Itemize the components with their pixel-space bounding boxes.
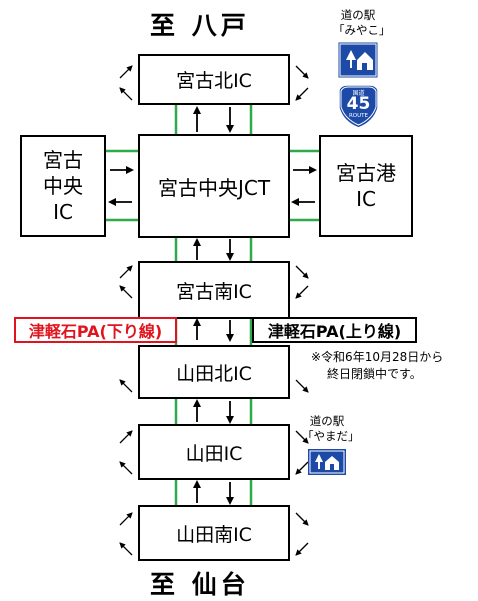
road-station-miyako-icon	[337, 41, 379, 79]
ic-box-yamada: 山田IC	[138, 424, 290, 480]
road-station-yamada-icon	[308, 449, 346, 475]
route-shield-label-bottom: ROUTE	[348, 113, 368, 119]
ic-label-yamada: 山田IC	[185, 442, 243, 465]
ramp-arrows-miyako-kita	[119, 65, 309, 101]
route-45-shield-icon	[338, 84, 379, 129]
road-station-yamada-label: 道の駅 「やまだ」	[302, 414, 360, 443]
ic-box-miyako-kita: 宮古北IC	[138, 54, 290, 105]
ic-label-miyako-ko-line2: IC	[356, 187, 376, 211]
ic-box-yamada-kita: 山田北IC	[138, 345, 290, 399]
connector-jct-miyakoko	[290, 149, 320, 222]
ic-label-miyako-chuo-line2: 中央	[43, 174, 83, 198]
ramp-arrows-yamada	[119, 430, 309, 475]
closure-note: ※令和6年10月28日から 終日閉鎖中です。	[311, 349, 443, 383]
ic-box-miyako-ko: 宮古港 IC	[319, 135, 413, 237]
ic-label-miyako-minami: 宮古南IC	[176, 280, 252, 303]
ic-label-miyako-ko-line1: 宮古港	[336, 161, 396, 185]
route-shield-label-top: 国道	[352, 90, 365, 97]
closure-note-line1: ※令和6年10月28日から	[311, 350, 444, 364]
connector-kita-jct	[174, 103, 253, 136]
connector-jct-minami	[174, 236, 253, 263]
closure-note-line2: 終日閉鎖中です。	[327, 367, 422, 381]
pa-tsugaruishi-up: 津軽石PA(上り線)	[252, 317, 417, 343]
ic-label-miyako-kita: 宮古北IC	[176, 70, 252, 92]
connector-yamada-yamadaminami	[174, 478, 253, 507]
jct-box-miyako-chuo: 宮古中央JCT	[138, 134, 290, 238]
connector-minami-yamadakita	[174, 317, 253, 347]
destination-north: 至 八戸	[150, 11, 250, 40]
route-shield-number: 45	[346, 94, 371, 114]
ramp-arrows-yamada-minami	[119, 512, 309, 556]
ramp-arrows-yamada-kita	[119, 379, 309, 393]
destination-south: 至 仙台	[150, 570, 250, 599]
connector-jct-chuo	[104, 149, 138, 222]
ic-label-miyako-chuo-line3: IC	[53, 200, 73, 224]
pa-tsugaruishi-down: 津軽石PA(下り線)	[14, 317, 177, 343]
road-station-miyako-label: 道の駅 「みやこ」	[333, 8, 391, 37]
connector-yamadakita-yamada	[174, 397, 253, 426]
ramp-arrows-miyako-minami	[119, 265, 309, 299]
ic-label-miyako-chuo-line1: 宮古	[43, 148, 83, 172]
ic-label-yamada-kita: 山田北IC	[176, 362, 252, 385]
ic-box-yamada-minami: 山田南IC	[138, 505, 290, 561]
ic-box-miyako-minami: 宮古南IC	[138, 261, 290, 319]
jct-label-miyako-chuo: 宮古中央JCT	[157, 175, 271, 200]
ic-label-yamada-minami: 山田南IC	[176, 523, 252, 546]
ic-box-miyako-chuo: 宮古 中央 IC	[20, 135, 106, 237]
